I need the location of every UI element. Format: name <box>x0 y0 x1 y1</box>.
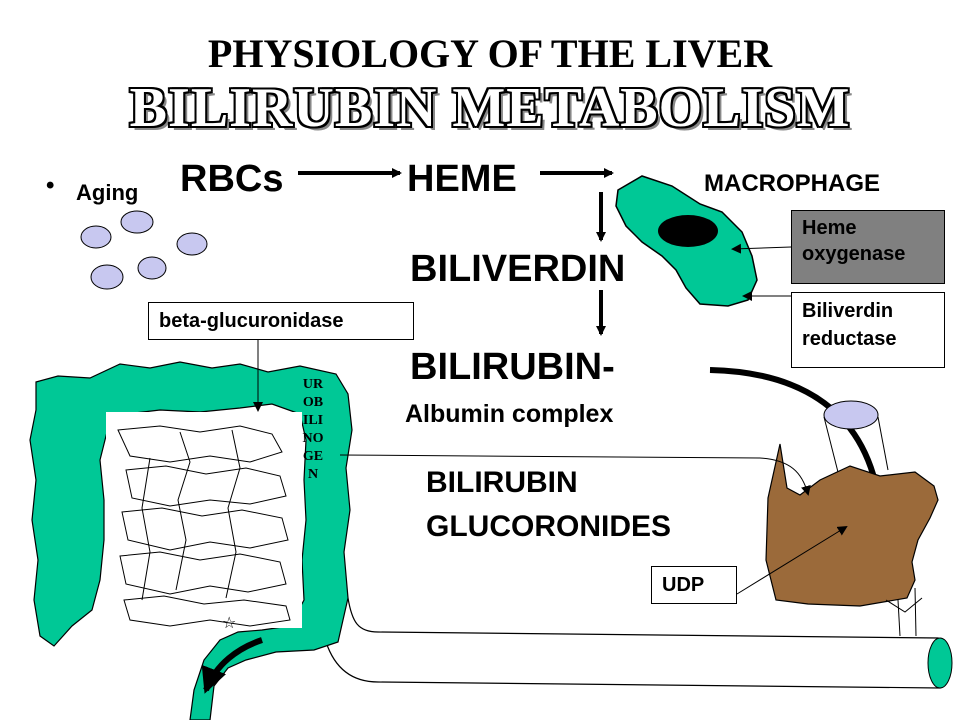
rbc-cell <box>176 232 208 256</box>
rbc-cells <box>80 210 208 290</box>
heme-oxygenase-pointer <box>731 243 792 254</box>
svg-text:☆: ☆ <box>222 613 236 632</box>
bilirubin-glucoronides-label-line2: GLUCORONIDES <box>426 510 672 543</box>
biliverdin-reductase-text-2: reductase <box>802 328 897 350</box>
aging-label: Aging <box>76 180 139 205</box>
page-subtitle: BILIRUBIN METABOLISM <box>129 77 851 139</box>
urobilinogen-label: UROBILINOGEN <box>302 377 324 482</box>
rbc-cell <box>90 264 124 290</box>
bullet-point: • <box>46 172 55 199</box>
bilirubin-label: BILIRUBIN- <box>410 346 615 388</box>
vessel-end <box>927 637 953 689</box>
intestine <box>29 361 353 720</box>
rbcs-label: RBCs <box>180 158 284 200</box>
udp-box: UDP <box>651 566 737 604</box>
albumin-complex-label: Albumin complex <box>405 400 614 428</box>
intestinal-loops <box>117 425 291 627</box>
excretion-arrow <box>201 637 263 694</box>
heme-oxygenase-text-1: Heme <box>802 217 857 239</box>
udp-pointer <box>736 525 848 595</box>
macrophage-label: MACROPHAGE <box>704 170 881 197</box>
heme-oxygenase-text-2: oxygenase <box>802 243 906 265</box>
urobilinogen-to-liver-line <box>339 454 811 496</box>
beta-glucuronidase-box: beta-glucuronidase <box>148 302 414 340</box>
page-title: PHYSIOLOGY OF THE LIVER <box>207 31 773 76</box>
rbc-cell <box>120 210 154 234</box>
rbc-cell <box>137 256 167 280</box>
liver <box>765 443 939 607</box>
heme-oxygenase-box: Heme oxygenase <box>791 210 945 284</box>
macrophage-nucleus <box>658 215 718 247</box>
bilirubin-glucoronides-label-line1: BILIRUBIN <box>426 466 578 499</box>
biliverdin-label: BILIVERDIN <box>410 248 626 290</box>
heme-label: HEME <box>407 158 517 200</box>
gallbladder <box>823 400 879 430</box>
biliverdin-reductase-box: Biliverdin reductase <box>791 292 945 368</box>
blood-vessel <box>325 597 941 689</box>
rbc-cell <box>80 225 112 249</box>
biliverdin-reductase-text-1: Biliverdin <box>802 300 894 322</box>
